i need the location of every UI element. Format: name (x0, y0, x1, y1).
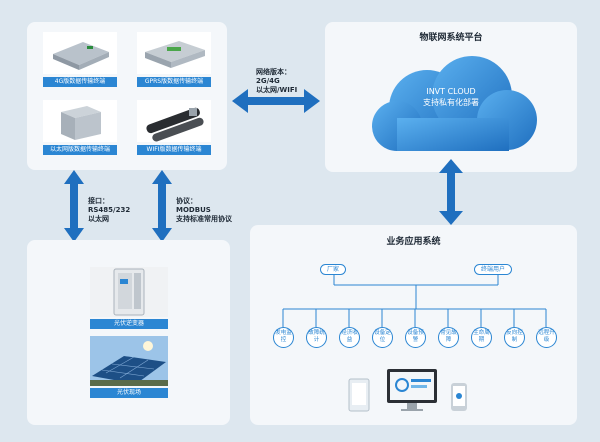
cloud-icon (372, 56, 537, 151)
function-item: 经济收益 (339, 327, 360, 348)
device-gprs: GPRS版数据传输终端 (137, 32, 211, 87)
device-ethernet: 以太网版数据传输终端 (43, 100, 117, 155)
device-wifi: WIFI版数据传输终端 (137, 100, 211, 155)
ethernet-terminal-icon (43, 100, 117, 142)
function-item: 发电监控 (273, 327, 294, 348)
function-item: 常见故障 (438, 327, 459, 348)
field-inverter: 光伏逆变器 (90, 267, 168, 329)
device-label: 4G版数据传输终端 (43, 77, 117, 87)
function-item: 反向控制 (504, 327, 525, 348)
apps-title: 业务应用系统 (386, 237, 441, 247)
function-item: 设备定位 (372, 327, 393, 348)
pv-site-icon (90, 336, 168, 386)
device-label: WIFI版数据传输终端 (137, 145, 211, 155)
device-4g: 4G版数据传输终端 (43, 32, 117, 87)
network-double-arrow (232, 89, 320, 113)
wifi-terminal-icon (137, 100, 211, 142)
device-label: GPRS版数据传输终端 (137, 77, 211, 87)
cloud-line-1: INVT CLOUD (426, 87, 476, 96)
client-devices-icon (348, 369, 467, 412)
interface-arrow (64, 170, 84, 242)
field-site: 光伏现场 (90, 336, 168, 398)
role-manufacturer: 厂家 (320, 264, 347, 275)
pv-inverter-icon (90, 267, 168, 317)
device-label: 以太网版数据传输终端 (43, 145, 117, 155)
platform-panel: 物联网系统平台 INVT CLOUD 支持私有化部署 (325, 22, 577, 172)
interface-label: 接口： RS485/232 以太网 (88, 197, 131, 223)
gprs-terminal-icon (137, 32, 211, 74)
field-label: 光伏现场 (90, 388, 168, 398)
protocol-arrow (152, 170, 172, 242)
platform-apps-arrow (439, 159, 463, 225)
role-end-user: 终端用户 (474, 264, 513, 275)
function-item: 远程升级 (536, 327, 557, 348)
function-item: 故障统计 (306, 327, 327, 348)
field-label: 光伏逆变器 (90, 319, 168, 329)
function-item: 设备预警 (405, 327, 426, 348)
function-item: 生命周期 (471, 327, 492, 348)
network-label: 网络版本： 2G/4G 以太网/WIFI (256, 68, 298, 94)
cloud-line-2: 支持私有化部署 (423, 98, 479, 107)
platform-title: 物联网系统平台 (419, 33, 483, 43)
protocol-label: 协议： MODBUS 支持标准常用协议 (176, 197, 232, 223)
4g-terminal-icon (43, 32, 117, 74)
